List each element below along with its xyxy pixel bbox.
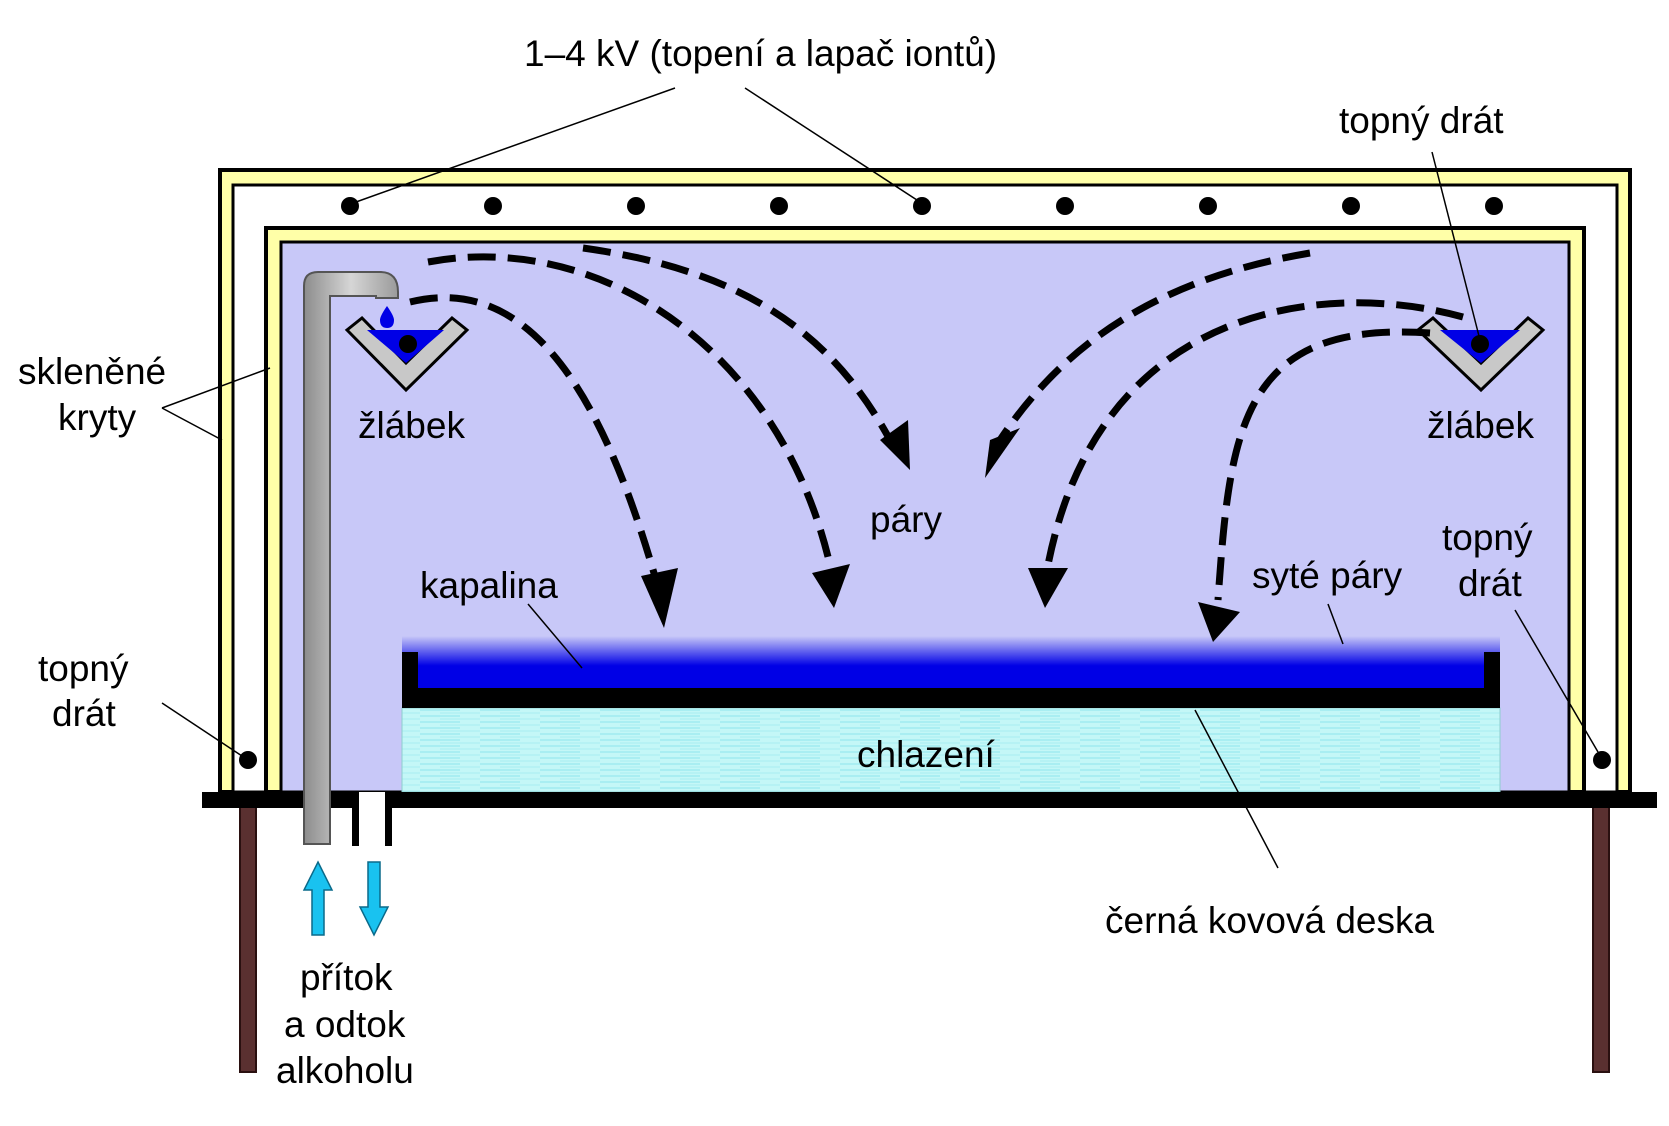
liquid-label: kapalina (420, 565, 558, 606)
wire-right-label-2: drát (1458, 563, 1522, 604)
vapor-arrowhead (812, 564, 850, 608)
leader-wire-left (161, 702, 243, 757)
leader-voltage-left (355, 87, 676, 203)
glass-covers-label-1: skleněné (18, 351, 166, 392)
left-heating-wire (239, 751, 257, 769)
vapor-arrowheads (641, 420, 1240, 642)
wire-right-label-1: topný (1442, 517, 1533, 558)
alcohol-drop (380, 306, 394, 328)
wire-dot (913, 197, 931, 215)
wire-dot (484, 197, 502, 215)
trough-right (1415, 316, 1546, 393)
outlet-port (358, 792, 388, 846)
wire-dot (1485, 197, 1503, 215)
vapor-arrowhead (641, 568, 678, 628)
outlet-port-wall-right (385, 792, 392, 846)
vapor-arrow (997, 249, 1311, 442)
outlet-port-wall-left (352, 792, 359, 846)
vapor-arrow (427, 253, 834, 566)
outflow-arrow (358, 861, 390, 937)
base-plate (202, 792, 1657, 808)
right-heating-wire (1593, 751, 1611, 769)
vapor-arrow (1214, 328, 1431, 601)
trough-left-label: žlábek (358, 405, 465, 446)
alcohol-flow-arrows (302, 860, 390, 937)
black-plate-label: černá kovová deska (1105, 900, 1435, 941)
leader-voltage-right (744, 87, 921, 203)
flow-label-3: alkoholu (276, 1050, 414, 1091)
trough-left (344, 315, 470, 393)
left-leg (239, 803, 257, 1073)
wire-dot (341, 197, 359, 215)
vapor-arrow (582, 244, 894, 442)
leader-plate (1194, 709, 1279, 869)
wire-dot (1342, 197, 1360, 215)
flow-label-2: a odtok (284, 1004, 406, 1045)
liquid-layer (402, 636, 1500, 690)
vapor-arrowhead (880, 420, 910, 470)
leader-saturated (1327, 603, 1344, 645)
cooling-block (401, 707, 1501, 793)
vapor-arrow (409, 294, 660, 581)
wire-left-label-2: drát (52, 693, 116, 734)
vapors-label: páry (870, 499, 942, 540)
flow-label-1: přítok (300, 957, 393, 998)
black-metal-plate (402, 652, 1500, 708)
glass-covers-label-2: kryty (58, 397, 137, 438)
inflow-arrow (302, 860, 334, 936)
wire-dot (1056, 197, 1074, 215)
right-leg (1592, 803, 1610, 1073)
cooling-label: chlazení (857, 734, 996, 775)
vapor-arrowhead (985, 428, 1020, 478)
leader-liquid (527, 603, 583, 669)
saturated-vapors-label: syté páry (1252, 555, 1403, 596)
leader-glass-outer (161, 407, 223, 441)
vapor-arrowhead (1028, 568, 1068, 608)
wire-dot (1199, 197, 1217, 215)
voltage-label: 1–4 kV (topení a lapač iontů) (524, 33, 997, 74)
wire-top-right-label: topný drát (1339, 100, 1504, 141)
leader-wire-right (1514, 609, 1599, 753)
leader-lines (161, 87, 1599, 869)
leader-glass-inner (161, 367, 271, 409)
leader-wire-top-right (1431, 151, 1481, 341)
vapor-arrow (1044, 299, 1464, 566)
vapor-flow-arrows (409, 244, 1464, 601)
vapor-arrowhead (1198, 602, 1240, 642)
top-heating-wires (341, 197, 1503, 215)
trough-right-label: žlábek (1427, 405, 1534, 446)
supply-pipe (303, 271, 399, 845)
wire-dot (770, 197, 788, 215)
wire-left-label-1: topný (38, 648, 129, 689)
wire-dot (627, 197, 645, 215)
